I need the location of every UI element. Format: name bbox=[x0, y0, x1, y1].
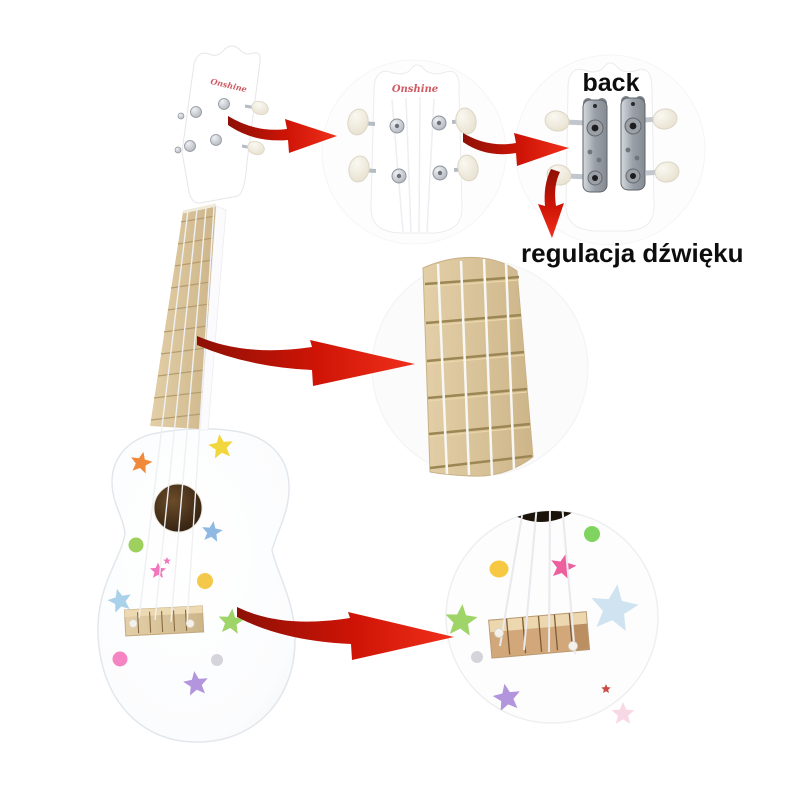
dot-decoration bbox=[112, 651, 128, 667]
tuner-button bbox=[455, 107, 477, 135]
bridge-pin bbox=[568, 641, 578, 651]
sound-adjustment-label: regulacja dźwięku bbox=[521, 238, 744, 268]
plate-ornament bbox=[634, 155, 640, 161]
tuner-post bbox=[184, 140, 196, 152]
callout-arrows bbox=[197, 116, 569, 660]
plate-screw bbox=[631, 102, 635, 106]
dot-decoration bbox=[197, 573, 213, 589]
gear-screw bbox=[591, 124, 599, 132]
tuner-post bbox=[190, 106, 202, 118]
tuner-buttons bbox=[347, 107, 479, 183]
plate-screw bbox=[593, 104, 597, 108]
dot-decoration bbox=[471, 651, 483, 663]
peg-shaft-end bbox=[174, 146, 182, 154]
arrow-neck-to-fretboard-icon bbox=[197, 336, 415, 386]
plate-ornament bbox=[625, 147, 631, 153]
tuning-pegs-front bbox=[174, 98, 269, 156]
bridge-strings bbox=[499, 511, 576, 655]
tuner-button bbox=[348, 155, 370, 183]
tuner-button bbox=[247, 140, 265, 156]
star-decoration bbox=[611, 702, 635, 724]
tuner-button bbox=[544, 110, 570, 132]
bridge-slots bbox=[137, 609, 188, 634]
guitar-headstock: Onshine bbox=[174, 45, 269, 204]
circle-star-decorations bbox=[446, 511, 642, 712]
headstock-shape bbox=[181, 45, 261, 204]
bridge-top-face bbox=[488, 611, 588, 633]
gear-screw bbox=[630, 173, 636, 179]
headstock-front-shape bbox=[370, 64, 463, 234]
gear-screw bbox=[629, 122, 637, 130]
tuner-button bbox=[652, 108, 678, 130]
fretboard bbox=[150, 205, 216, 429]
neck-side bbox=[199, 205, 227, 431]
tuner-post-screw bbox=[436, 120, 442, 126]
dot-decoration bbox=[584, 526, 600, 542]
bridge-callout-content bbox=[446, 511, 642, 712]
guitar-neck bbox=[150, 203, 227, 431]
tuner-button bbox=[654, 161, 680, 183]
tuner-post-screw bbox=[437, 170, 443, 176]
arrow-back-to-label-icon bbox=[538, 169, 564, 238]
tuner-post-screw bbox=[394, 123, 400, 129]
strings bbox=[138, 206, 215, 625]
tuner-button bbox=[251, 100, 269, 116]
dot-decoration bbox=[489, 560, 509, 578]
bridge-top-face bbox=[124, 605, 203, 617]
tuner-post bbox=[210, 134, 222, 146]
dot-decoration bbox=[211, 654, 223, 666]
fretboard-callout bbox=[371, 257, 589, 477]
tuner-post bbox=[218, 98, 230, 110]
guitar-bridge bbox=[123, 605, 205, 637]
tuner-post-screw bbox=[396, 173, 402, 179]
gear-screw bbox=[592, 175, 598, 181]
arrow-bridge-to-circle-icon bbox=[237, 607, 454, 660]
peg-shaft-end bbox=[177, 112, 185, 120]
arrow-front-to-back-icon bbox=[463, 133, 569, 166]
plate-ornament bbox=[596, 157, 602, 163]
brand-logo: Onshine bbox=[392, 84, 438, 95]
main-guitar: Onshine bbox=[97, 45, 296, 743]
guitar-body bbox=[97, 428, 296, 743]
tuner-posts bbox=[389, 115, 448, 184]
body-star-decorations bbox=[105, 432, 246, 697]
bridge-outline bbox=[488, 611, 591, 659]
tuner-button bbox=[457, 154, 479, 182]
fretboard-plank bbox=[422, 257, 534, 477]
arrow-headstock-to-front-icon bbox=[228, 116, 337, 153]
bridge-pin bbox=[494, 628, 504, 638]
tuner-button bbox=[347, 108, 369, 136]
bridge-callout bbox=[445, 510, 659, 724]
headstock-back-callout: back bbox=[514, 54, 706, 246]
bridge-front-face bbox=[489, 623, 590, 659]
bridge-pin bbox=[185, 619, 195, 628]
bridge-pin bbox=[128, 619, 138, 628]
back-label: back bbox=[583, 69, 640, 97]
plate-ornament bbox=[587, 149, 593, 155]
fretboard-strings bbox=[436, 258, 516, 477]
dot-decoration bbox=[128, 537, 144, 553]
star-decoration bbox=[480, 511, 503, 527]
headstock-front-callout: Onshine bbox=[321, 59, 507, 245]
